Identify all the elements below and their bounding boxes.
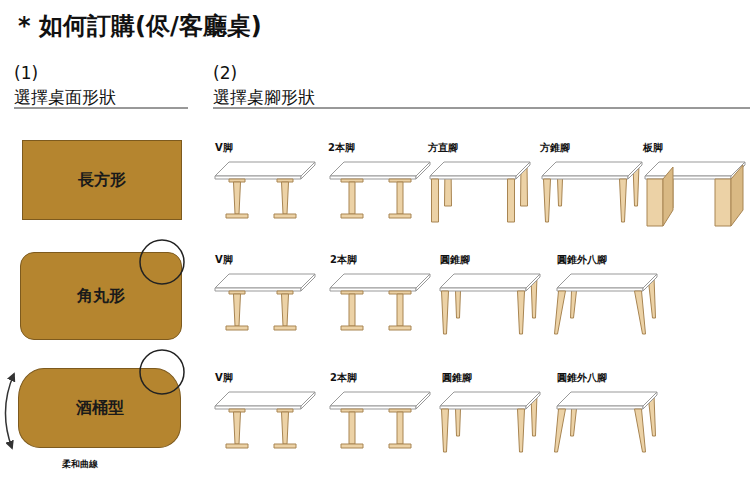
table-part [440, 288, 526, 291]
table-part [234, 294, 241, 326]
table-part [349, 294, 355, 326]
table-part [234, 182, 241, 214]
table-part [620, 179, 627, 222]
table-part [557, 392, 657, 406]
table-part [526, 392, 540, 409]
table-part [643, 274, 657, 291]
heading-rule [213, 108, 750, 109]
table-part [341, 214, 363, 218]
table-part [330, 274, 430, 288]
table-part [416, 162, 430, 179]
leg-name: 圓錐外八腳 [557, 253, 607, 267]
table-part [215, 162, 315, 176]
table-part [555, 409, 566, 452]
table-part [635, 291, 646, 334]
table-part [430, 176, 516, 179]
table-part [215, 274, 315, 288]
table-part [330, 392, 430, 406]
table-part [715, 179, 731, 226]
table-part [301, 162, 315, 179]
step-heading: (2) [213, 63, 237, 83]
table-part [643, 392, 657, 409]
leg-name: 2本脚 [330, 253, 357, 267]
page-title: * 如何訂購(侭/客廳桌) [18, 10, 262, 42]
step-heading: 選擇桌面形狀 [14, 86, 116, 109]
table-part [274, 326, 296, 330]
shape-name: 酒桶型 [76, 398, 124, 419]
table-part [397, 294, 403, 326]
table-part [432, 179, 439, 222]
leg-name: 圓錐腳 [440, 253, 470, 267]
step-heading: 選擇桌腳形狀 [213, 86, 315, 109]
leg-name: V脚 [215, 141, 233, 155]
note-label: 柔和曲線 [62, 458, 98, 471]
table-part [508, 179, 515, 222]
heading-rule [14, 108, 188, 109]
table-part [389, 444, 411, 448]
shape-box: 酒桶型 [18, 368, 181, 448]
leg-name: 方錐腳 [540, 141, 570, 155]
table-part [544, 179, 551, 222]
table-part [440, 406, 526, 409]
leg-name: 圓錐腳 [442, 371, 472, 385]
table-part [555, 291, 566, 334]
table-part [557, 274, 657, 288]
table-part [516, 162, 530, 179]
table-part [663, 167, 673, 226]
table-part [557, 406, 643, 409]
leg-name: 板脚 [643, 141, 663, 155]
shape-box: 角丸形 [20, 252, 182, 340]
table-part [274, 444, 296, 448]
table-part [226, 444, 248, 448]
table-part [274, 214, 296, 218]
table-part [542, 176, 628, 179]
table-part [397, 412, 403, 444]
table-part [542, 162, 642, 176]
table-part [645, 162, 745, 176]
leg-name: 方直腳 [428, 141, 458, 155]
leg-name: V脚 [215, 371, 233, 385]
table-part [430, 162, 530, 176]
shape-name: 角丸形 [77, 286, 125, 307]
leg-name: 2本脚 [328, 141, 355, 155]
table-part [301, 392, 315, 409]
table-part [389, 214, 411, 218]
table-part [215, 392, 315, 406]
shape-name: 長方形 [78, 170, 126, 191]
table-part [518, 291, 525, 334]
leg-name: 圓錐外八腳 [557, 371, 607, 385]
table-part [341, 444, 363, 448]
table-part [226, 214, 248, 218]
table-part [647, 179, 663, 226]
shape-box: 長方形 [22, 140, 182, 220]
table-part [330, 162, 430, 176]
step-heading: (1) [14, 63, 38, 83]
table-part [226, 326, 248, 330]
table-part [397, 182, 403, 214]
table-part [440, 274, 540, 288]
table-part [416, 392, 430, 409]
table-part [349, 182, 355, 214]
table-part [301, 274, 315, 291]
table-part [234, 412, 241, 444]
table-part [526, 274, 540, 291]
table-part [282, 294, 289, 326]
leg-name: V脚 [215, 253, 233, 267]
leg-name: 2本脚 [330, 371, 357, 385]
table-part [731, 165, 743, 226]
table-part [349, 412, 355, 444]
table-part [628, 162, 642, 179]
table-part [389, 326, 411, 330]
table-part [635, 409, 646, 452]
table-part [282, 182, 289, 214]
table-part [282, 412, 289, 444]
curve-arrow [5, 374, 14, 448]
table-part [440, 392, 540, 406]
table-part [557, 288, 643, 291]
table-part [416, 274, 430, 291]
table-part [518, 409, 525, 452]
table-part [442, 291, 449, 334]
table-part [442, 409, 449, 452]
table-part [341, 326, 363, 330]
